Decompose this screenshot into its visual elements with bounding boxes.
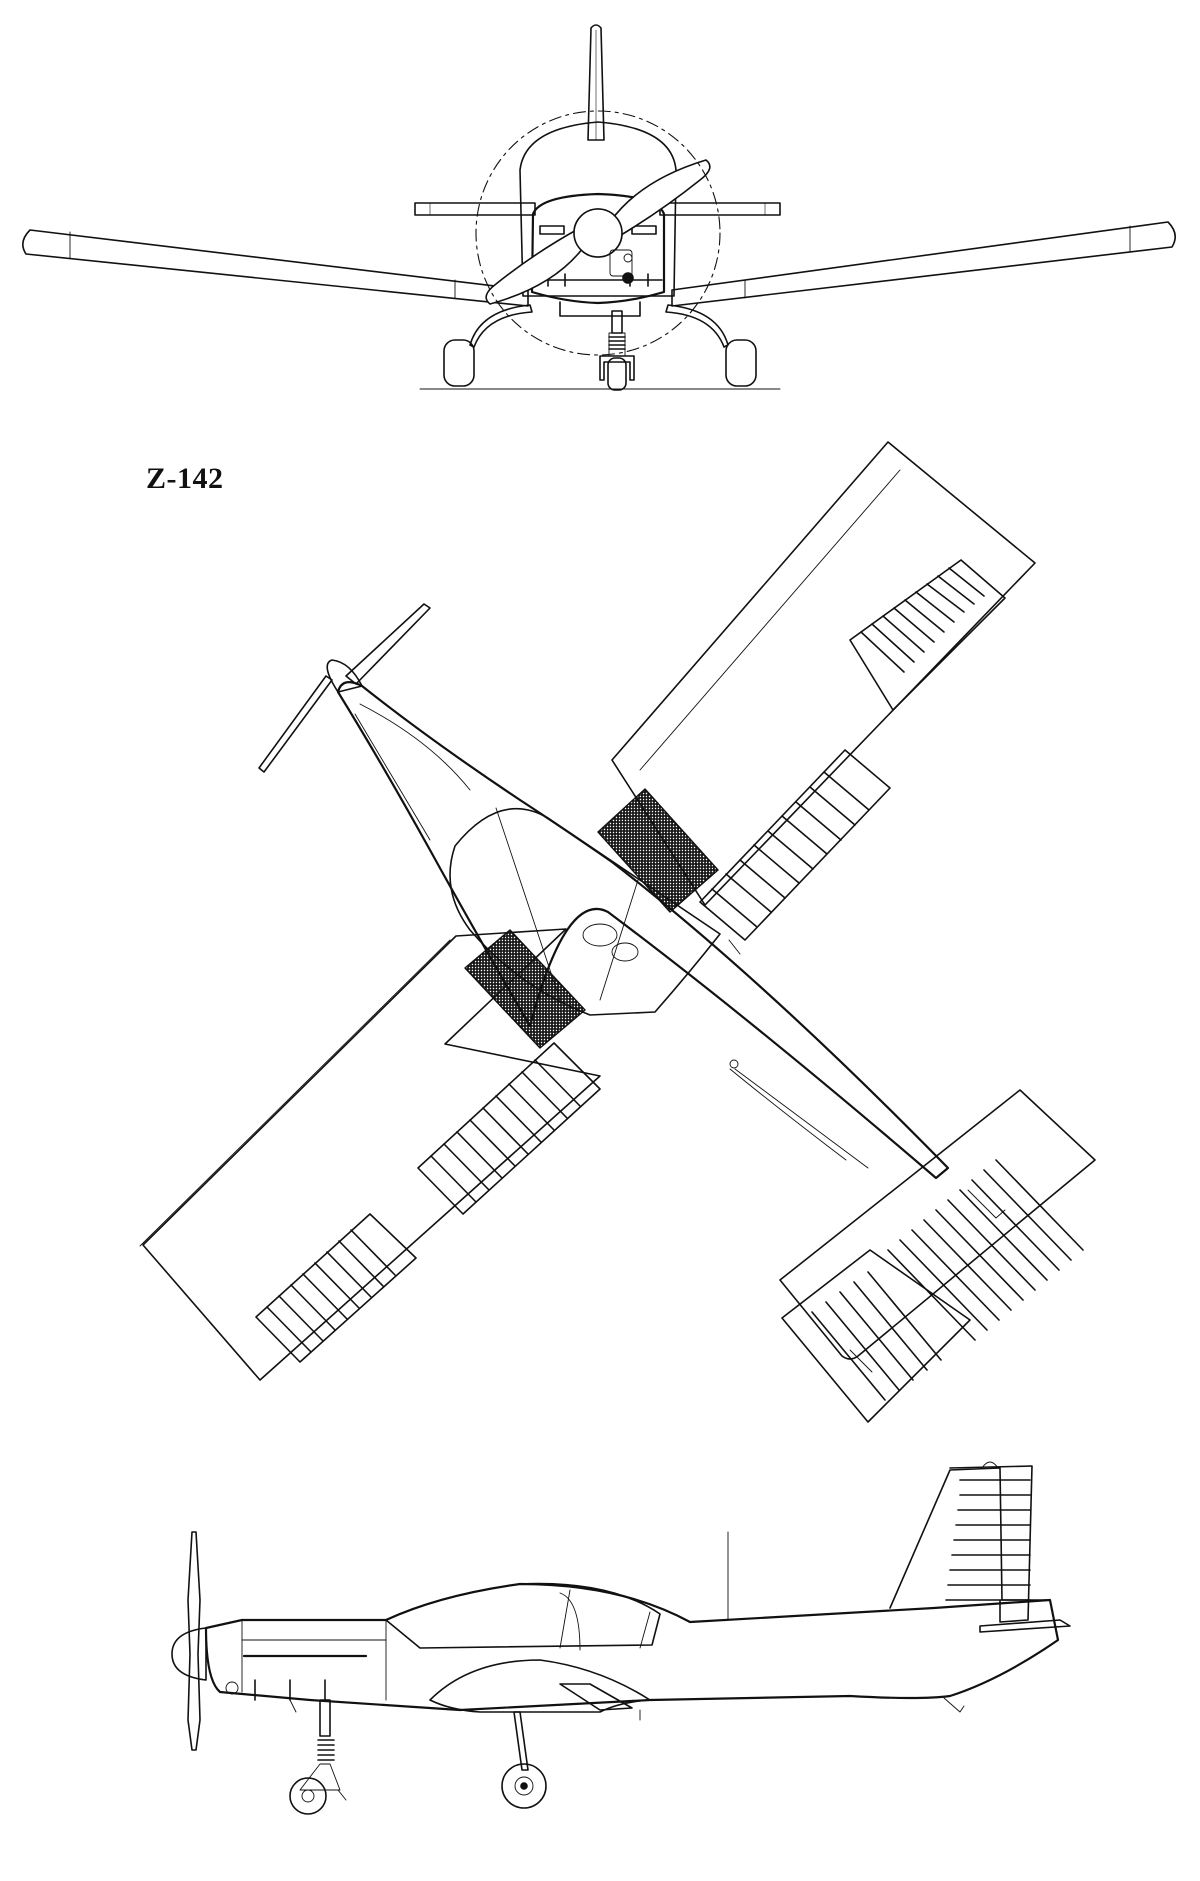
top-left-walkway (464, 929, 586, 1049)
side-stabilizer (979, 1619, 1071, 1633)
top-left-flap (417, 1042, 601, 1215)
side-nose-gear-strut (319, 1699, 331, 1737)
side-wing-root (429, 1659, 651, 1713)
fuselage-bottom (559, 301, 641, 317)
main-gear-leg-left (469, 304, 533, 348)
top-tailplane-left (781, 1249, 971, 1423)
side-fin (889, 1467, 1051, 1609)
side-main-gear-leg (513, 1711, 529, 1771)
model-label: Z-142 (146, 462, 224, 495)
top-right-flap (699, 749, 891, 941)
side-canopy (385, 1582, 661, 1649)
side-main-wheel (501, 1763, 547, 1809)
top-propeller-upper (345, 603, 431, 685)
nose-wheel (607, 357, 627, 391)
nose-gear-strut (611, 310, 623, 334)
side-nose-wheel (289, 1777, 327, 1815)
main-wheel-right (725, 339, 757, 387)
top-spinner (326, 659, 363, 693)
tailplane-left (414, 202, 536, 216)
left-wing (22, 229, 529, 307)
front-view (22, 24, 1176, 391)
right-wing (671, 221, 1176, 307)
top-propeller-lower (258, 675, 333, 773)
main-wheel-left (443, 339, 475, 387)
side-propeller (187, 1531, 201, 1751)
side-fuselage (204, 1582, 1060, 1712)
propeller-disc (475, 110, 721, 356)
propeller-blade-lower (485, 227, 587, 305)
main-gear-leg-right (665, 304, 729, 348)
top-tailplane (779, 1089, 1096, 1360)
propeller-blade-upper (609, 159, 711, 239)
engine-cowling (530, 192, 666, 305)
top-left-aileron (255, 1213, 417, 1363)
top-view (139, 441, 1096, 1423)
top-right-aileron (849, 559, 1006, 711)
side-view (171, 1461, 1071, 1815)
side-flap (559, 1683, 633, 1711)
canopy-front (519, 121, 677, 297)
side-rudder (949, 1465, 1033, 1623)
vertical-fin (587, 24, 605, 141)
top-right-walkway (597, 788, 719, 913)
top-left-wing (142, 928, 601, 1381)
top-canopy (449, 807, 721, 1016)
tailplane-right (659, 202, 781, 216)
side-spinner (171, 1627, 207, 1681)
top-fuselage (336, 681, 950, 1180)
